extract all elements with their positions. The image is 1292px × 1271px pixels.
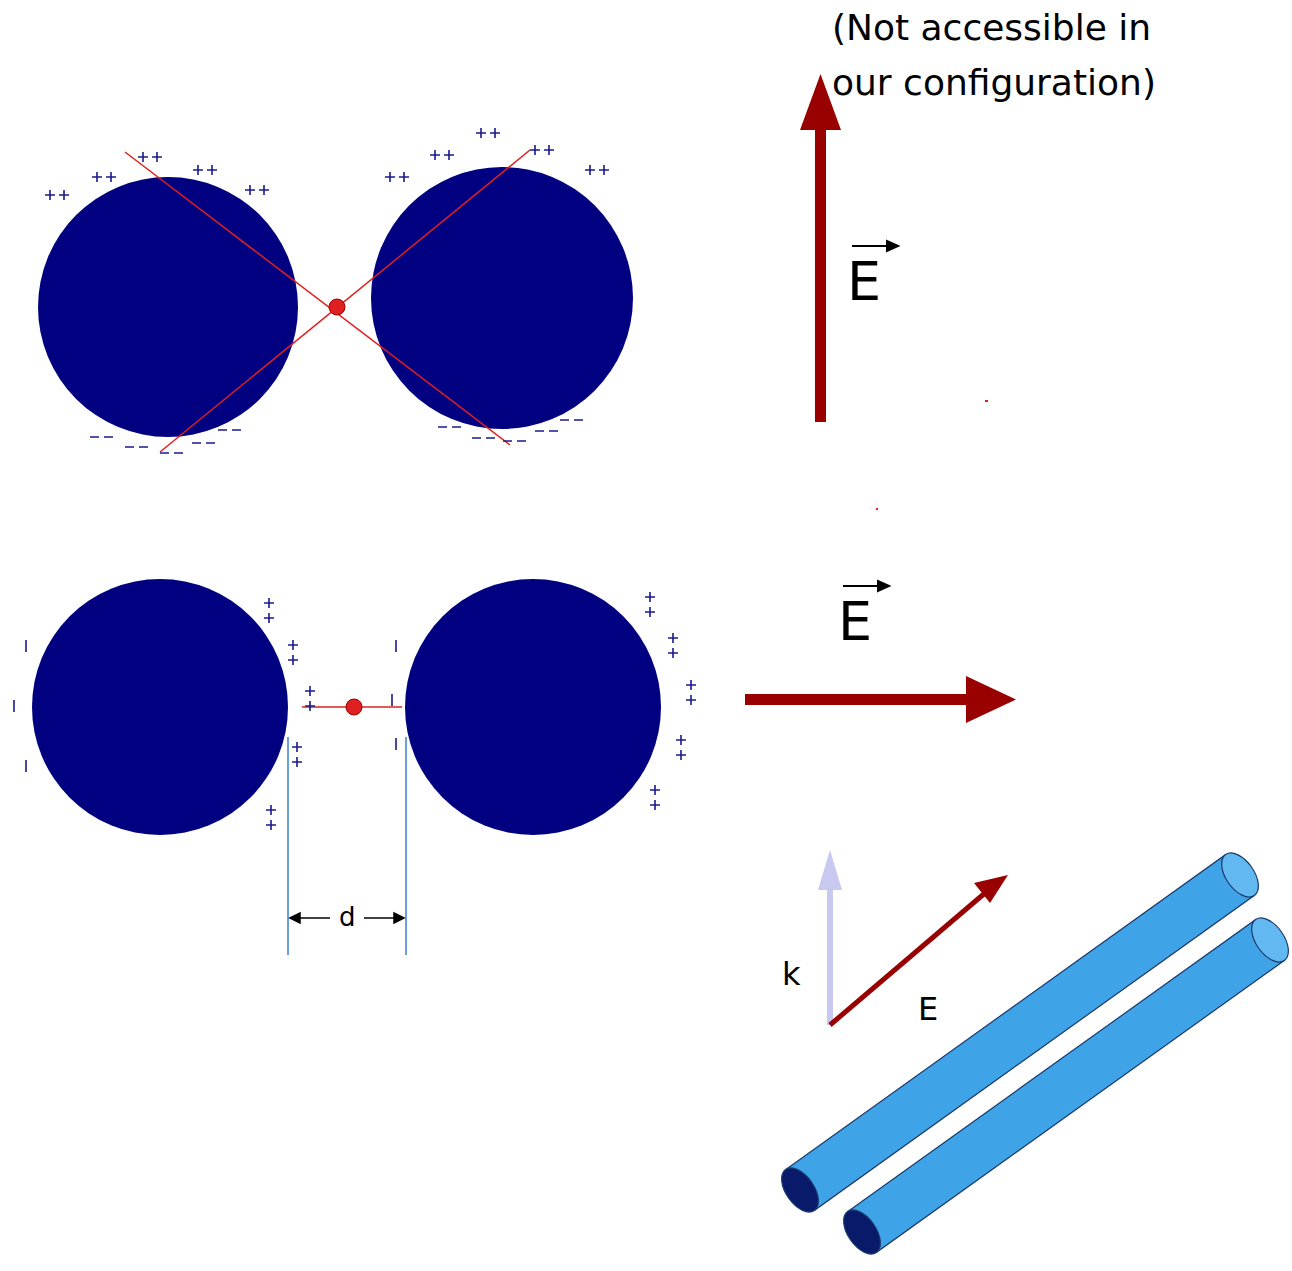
- dimension-line: [405, 737, 407, 955]
- field-line: [160, 150, 530, 452]
- wave-vector: [818, 850, 842, 1025]
- note-text: (Not accessible in our configuration): [832, 0, 1192, 110]
- vector-label: E: [918, 990, 938, 1028]
- vector-label: k: [782, 955, 801, 993]
- sphere: [371, 167, 633, 429]
- field-line: [125, 152, 510, 445]
- field-label: E: [847, 250, 881, 314]
- charges: [14, 592, 696, 830]
- sphere: [32, 579, 288, 835]
- field-label: E: [838, 590, 872, 654]
- charges: [45, 128, 609, 453]
- dimension-line: [287, 737, 289, 955]
- stray-mark: [985, 400, 988, 402]
- field-arrow: [745, 676, 1016, 723]
- stray-mark: [876, 508, 878, 510]
- molecule-dot: [329, 299, 345, 315]
- sphere: [38, 177, 298, 437]
- cylinder: [774, 846, 1266, 1218]
- molecule-dot: [346, 699, 362, 715]
- vector-arrow: [843, 241, 898, 591]
- dimension-label: d: [337, 902, 358, 932]
- sphere: [405, 579, 661, 835]
- field-arrow: [800, 74, 841, 422]
